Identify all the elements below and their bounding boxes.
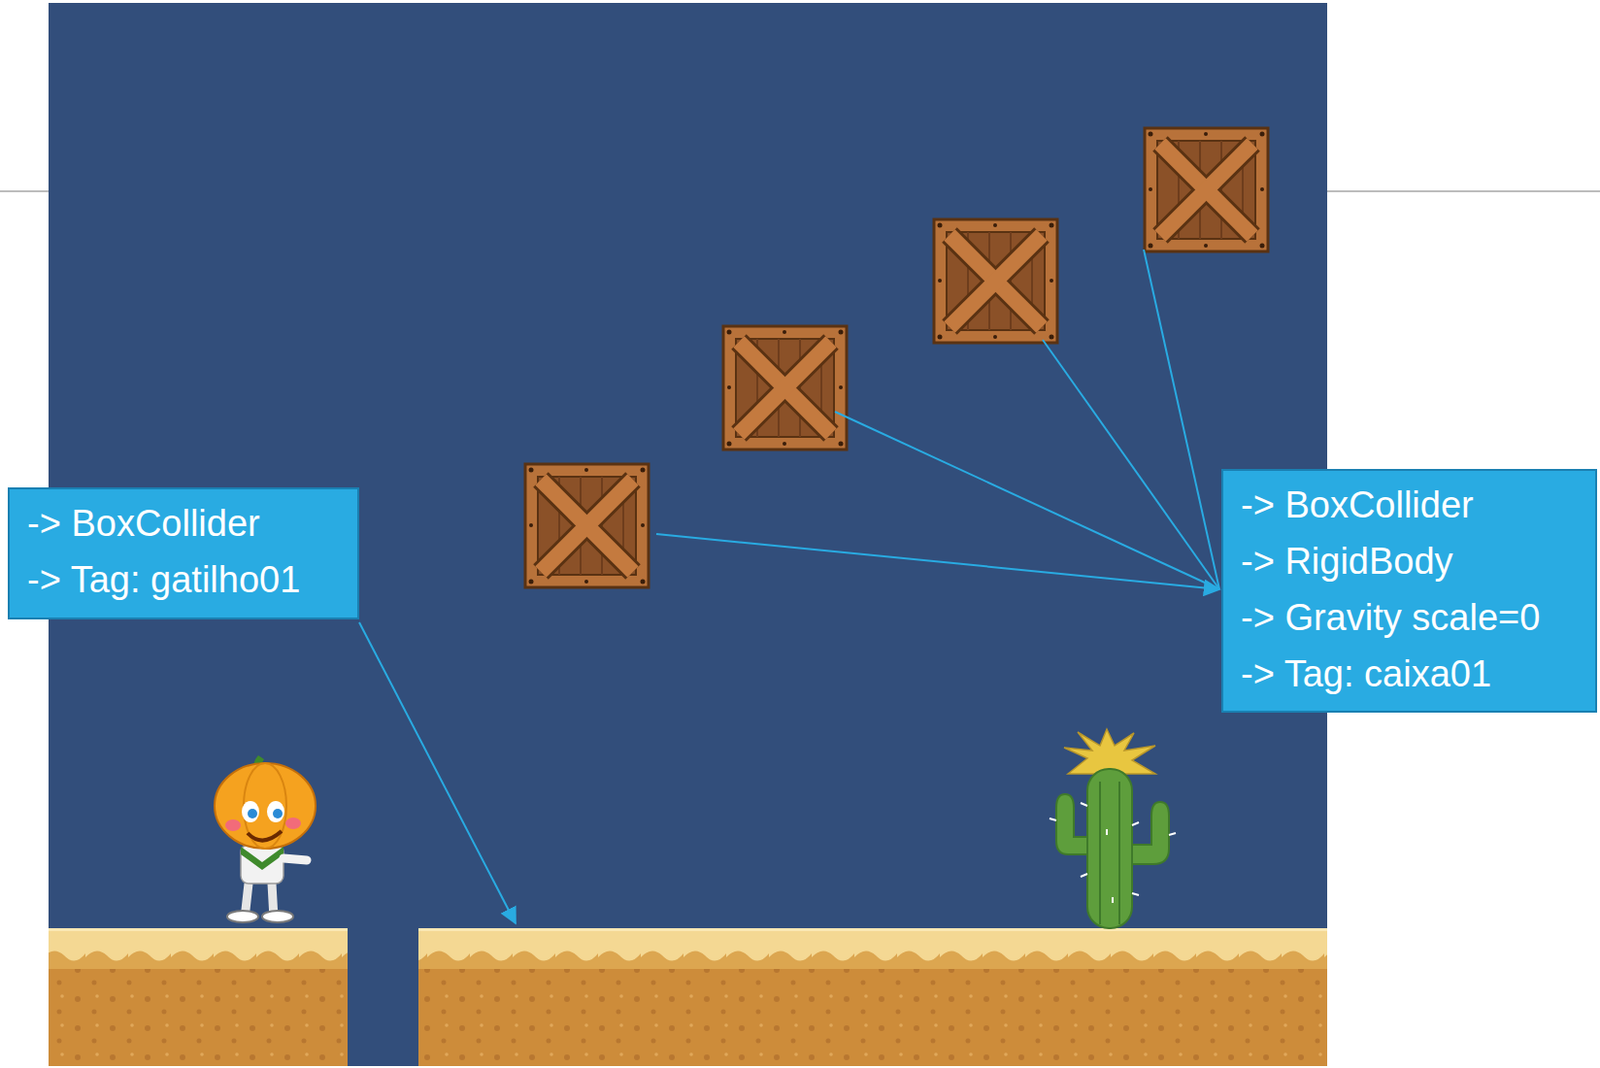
callout-text: -> Tag: caixa01 xyxy=(1240,645,1578,702)
pumpkin-head xyxy=(214,763,316,849)
character-collar xyxy=(240,846,284,870)
cactus-trunk xyxy=(1087,768,1133,929)
slide-rule xyxy=(0,190,49,193)
pumpkin-eye xyxy=(266,800,285,823)
cactus-rib xyxy=(1118,781,1121,925)
crate xyxy=(1144,128,1268,252)
crate xyxy=(933,219,1058,343)
ground-left xyxy=(48,928,348,1067)
cactus-arm xyxy=(1130,801,1169,865)
callout-box: -> BoxCollider-> Tag: gatilho01 xyxy=(7,487,360,620)
pumpkin-cheek xyxy=(225,819,241,832)
ground-top xyxy=(48,928,348,932)
ground-sand-edge xyxy=(418,947,1328,969)
leader-line xyxy=(834,411,1220,590)
ground-sand xyxy=(418,928,1328,948)
callout-box: -> BoxCollider-> RigidBody-> Gravity sca… xyxy=(1221,468,1598,713)
leader-line xyxy=(359,622,516,924)
crate xyxy=(723,326,847,450)
ground-sand xyxy=(48,928,348,948)
slide-rule xyxy=(1327,190,1600,193)
pumpkin-cheek xyxy=(285,817,301,830)
character-shoe xyxy=(227,910,259,923)
crate xyxy=(525,464,649,588)
pumpkin-eye xyxy=(241,800,260,823)
callout-text: -> Tag: gatilho01 xyxy=(27,551,340,608)
leader-lines xyxy=(359,249,1220,924)
character-arm xyxy=(283,858,307,861)
callout-text: -> RigidBody xyxy=(1240,533,1578,590)
cactus-spines xyxy=(1049,802,1176,903)
leader-line xyxy=(1042,339,1220,590)
leader-line xyxy=(1143,249,1220,590)
pumpkin-pupil xyxy=(272,808,283,819)
callout-text: -> Gravity scale=0 xyxy=(1240,589,1578,646)
ground-soil xyxy=(418,928,1328,1067)
pumpkin-pupil xyxy=(247,808,258,819)
cactus xyxy=(1049,729,1176,929)
cactus-flower xyxy=(1064,729,1156,774)
character-shoe xyxy=(262,910,294,923)
pumpkin-mouth xyxy=(247,831,282,841)
callout-text: -> BoxCollider xyxy=(27,495,340,552)
leader-line xyxy=(656,533,1220,590)
ground-top xyxy=(418,928,1328,932)
cactus-rib xyxy=(1099,781,1101,925)
ground-soil xyxy=(48,928,348,1067)
ground-right xyxy=(418,928,1328,1067)
cactus-arm xyxy=(1056,794,1090,855)
ground-sand-edge xyxy=(48,947,348,969)
character-shirt xyxy=(240,844,284,884)
pumpkin-character xyxy=(214,755,316,923)
callout-text: -> BoxCollider xyxy=(1240,476,1578,534)
